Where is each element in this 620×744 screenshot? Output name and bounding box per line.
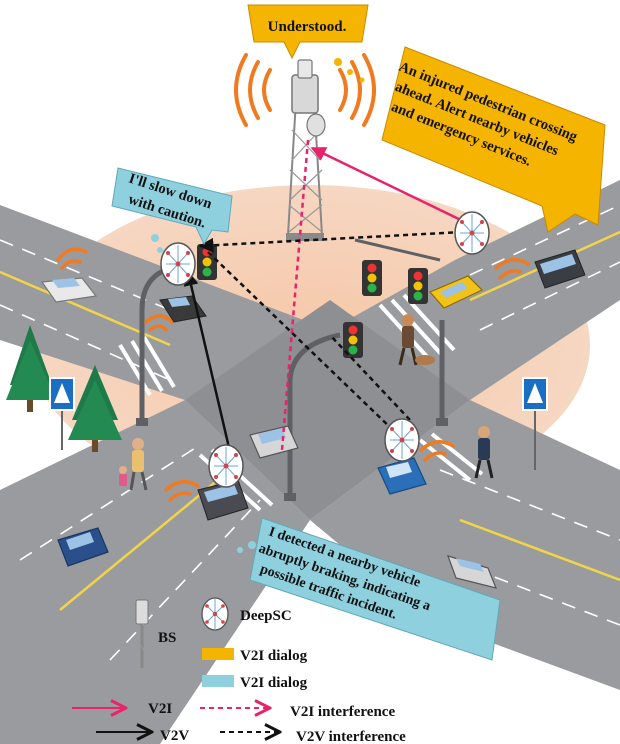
v2i-link-arrow — [310, 146, 466, 224]
legend-v2v-label: V2V — [160, 728, 189, 744]
legend-bs-label: BS — [158, 630, 176, 646]
van-icon — [534, 249, 586, 289]
traffic-light-icon — [343, 322, 363, 358]
intersection — [185, 300, 470, 520]
tree-icon — [6, 325, 56, 412]
v2v-interference-link — [198, 230, 463, 253]
street-light-base — [136, 418, 448, 501]
traffic-light-icon — [408, 268, 428, 304]
legend-bs-icon — [135, 599, 149, 668]
v2v-link-arrow — [183, 270, 232, 453]
tree-icon — [68, 365, 122, 452]
legend-v2v-interference-label: V2V interference — [296, 729, 406, 744]
deepsc-icon — [454, 211, 490, 255]
legend-deepsc-label: DeepSC — [240, 608, 292, 624]
bs-reply-text: Understood. — [268, 19, 347, 35]
deepsc-icon — [384, 418, 420, 462]
pedestrian-icon — [474, 426, 494, 479]
v2v-interference-link — [329, 334, 411, 421]
car-icon — [447, 555, 497, 589]
injured-pedestrian-icon — [398, 314, 435, 366]
traffic-light-icon — [197, 244, 217, 280]
base-station-tower-icon — [286, 59, 326, 241]
street-light-pole — [139, 267, 445, 495]
car-icon — [377, 457, 427, 495]
legend-v2i-dialog-orange-label: V2I dialog — [240, 648, 308, 664]
legend-v2i-dialog-blue-label: V2I dialog — [240, 675, 308, 691]
pedestrian-icon — [119, 438, 148, 491]
speech-bubble-dots — [151, 58, 365, 553]
deepsc-icon — [160, 242, 196, 286]
legend-v2i-dialog-blue-swatch — [202, 675, 234, 687]
legend-v2i-dialog-orange-swatch — [202, 648, 234, 660]
bs-reply-bubble: Understood. — [247, 4, 369, 60]
legend: BS DeepSC V2I dialog V2I dialog V2I V2I … — [72, 597, 406, 744]
traffic-light-arm — [354, 238, 441, 262]
car-icon — [40, 277, 98, 303]
taxi-icon — [429, 275, 484, 309]
wireless-signal-icon — [234, 53, 376, 127]
legend-v2i-label: V2I — [148, 701, 172, 717]
deepsc-icon — [208, 444, 244, 488]
pedestrian-crossing-sign-icon — [49, 377, 75, 450]
v2v-interference-link — [207, 251, 396, 433]
wireless-signal-icon — [56, 247, 530, 502]
legend-deepsc-icon — [201, 597, 229, 631]
legend-v2i-interference-label: V2I interference — [290, 704, 395, 720]
pedestrian-crossing-sign-icon — [522, 377, 548, 470]
car-icon — [57, 527, 109, 567]
v2i-interference-link — [280, 139, 310, 451]
traffic-light-icon — [362, 260, 382, 296]
car-icon — [249, 425, 299, 459]
